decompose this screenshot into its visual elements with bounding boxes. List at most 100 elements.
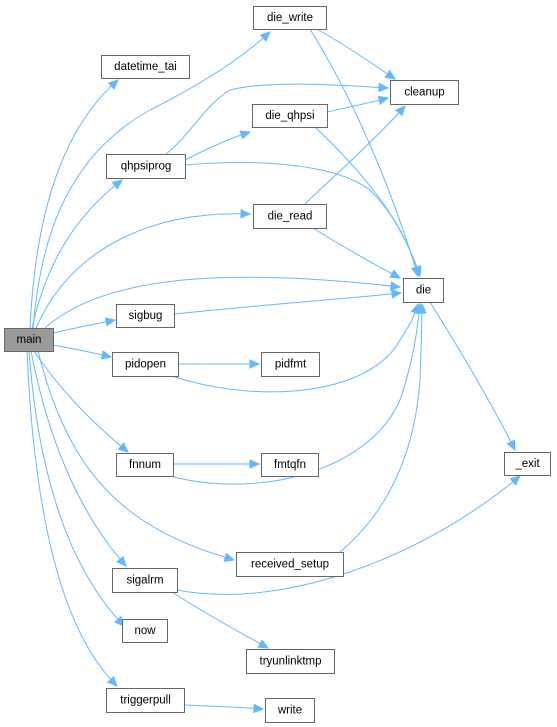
edge-main-to-die_write (32, 31, 271, 329)
node-now[interactable]: now (122, 619, 168, 643)
node-box (261, 453, 319, 477)
edge-arrowhead (249, 359, 261, 369)
node-qhpsiprog[interactable]: qhpsiprog (106, 154, 186, 179)
edge-line (171, 303, 419, 393)
edge-die_read-to-die (312, 227, 402, 279)
node-main[interactable]: main (4, 328, 54, 352)
edge-arrowhead (391, 289, 403, 299)
edge-pidopen-to-die (171, 302, 420, 393)
edge-arrowhead (506, 439, 516, 452)
node-triggerpull[interactable]: triggerpull (106, 688, 185, 713)
edge-line (31, 179, 123, 329)
edge-main-to-triggerpull (26, 350, 118, 687)
node-box (106, 688, 185, 713)
node-datetime-tai[interactable]: datetime_tai (101, 55, 190, 79)
node-box (252, 104, 328, 128)
node-label: die_write (267, 12, 313, 24)
node-cleanup[interactable]: cleanup (390, 80, 459, 105)
node-label: fmtqfn (274, 459, 306, 471)
edge-main-to-datetime_tai (29, 79, 119, 329)
node-label: fnnum (129, 459, 161, 471)
node-box (261, 352, 320, 377)
edge-line (52, 319, 116, 334)
edge-line (44, 276, 401, 329)
node-box (253, 6, 327, 30)
node-label: main (17, 334, 42, 346)
edge-die_write-to-cleanup (316, 28, 397, 80)
node-received-setup[interactable]: received_setup (236, 552, 344, 577)
node-box (246, 649, 335, 674)
node-die-write[interactable]: die_write (253, 6, 327, 30)
edge-arrowhead (377, 95, 390, 105)
edge-line (28, 350, 125, 627)
node-pidfmt[interactable]: pidfmt (261, 352, 320, 377)
node-box (101, 55, 190, 79)
edge-arrowhead (223, 552, 236, 562)
edge-arrowhead (106, 675, 118, 687)
edge-received_setup-to-die (339, 302, 427, 553)
edge-arrowhead (389, 269, 402, 279)
node-label: cleanup (404, 87, 444, 99)
edge-line (165, 83, 389, 155)
edge-line (169, 303, 421, 485)
node-pidopen[interactable]: pidopen (112, 352, 179, 377)
edge-line (339, 303, 423, 553)
edge-pidopen-to-pidfmt (178, 359, 261, 369)
edge-line (173, 292, 402, 315)
node-box (403, 278, 444, 303)
node-tryunlinktmp[interactable]: tryunlinktmp (246, 649, 335, 674)
node-exit[interactable]: _exit (504, 452, 551, 476)
edge-line (429, 301, 516, 451)
edge-die_write-to-die (309, 28, 420, 278)
node-box (112, 352, 179, 377)
edge-line (184, 131, 251, 161)
edge-line (309, 28, 419, 277)
edge-line (37, 350, 235, 561)
edge-main-to-sigalrm (30, 350, 127, 567)
node-write[interactable]: write (265, 698, 315, 723)
edge-main-to-now (28, 350, 125, 627)
edge-main-to-qhpsiprog (31, 179, 123, 329)
edge-line (312, 227, 401, 279)
edge-arrowhead (100, 350, 113, 360)
node-fnnum[interactable]: fnnum (116, 453, 174, 477)
node-box (504, 452, 551, 476)
call-edges (26, 28, 521, 714)
edge-arrowhead (240, 208, 252, 219)
edge-main-to-pidopen (52, 344, 113, 360)
edge-sigalrm-to-tryunlinktmp (171, 591, 270, 649)
node-die-read[interactable]: die_read (253, 204, 327, 229)
node-label: qhpsiprog (121, 161, 172, 173)
node-fmtqfn[interactable]: fmtqfn (261, 453, 319, 477)
edge-sigbug-to-die (173, 289, 403, 315)
node-sigalrm[interactable]: sigalrm (112, 568, 178, 593)
edge-sigalrm-to-_exit (176, 475, 521, 595)
edge-line (30, 350, 127, 567)
node-box (106, 154, 186, 179)
edge-arrowhead (395, 105, 406, 117)
node-box (253, 204, 327, 229)
edge-die_read-to-cleanup (304, 105, 406, 205)
node-label: sigalrm (126, 575, 163, 587)
edge-arrowhead (259, 31, 271, 42)
edge-arrowhead (412, 265, 422, 278)
edge-line (32, 31, 271, 329)
node-box (116, 453, 174, 477)
edge-arrowhead (239, 130, 252, 140)
node-box (390, 80, 459, 105)
edge-qhpsiprog-to-die_qhpsi (184, 130, 252, 161)
node-box (4, 328, 54, 352)
node-label: received_setup (251, 559, 329, 571)
edge-arrowhead (253, 703, 265, 714)
node-sigbug[interactable]: sigbug (116, 304, 175, 328)
node-box (265, 698, 315, 723)
node-die[interactable]: die (403, 278, 444, 303)
edge-main-to-received_setup (37, 350, 236, 562)
edge-line (176, 475, 521, 595)
edge-main-to-fnnum (33, 350, 129, 453)
edge-main-to-die (44, 276, 402, 329)
edge-line (35, 213, 251, 329)
node-die-qhpsi[interactable]: die_qhpsi (252, 104, 328, 128)
edge-line (316, 28, 396, 80)
